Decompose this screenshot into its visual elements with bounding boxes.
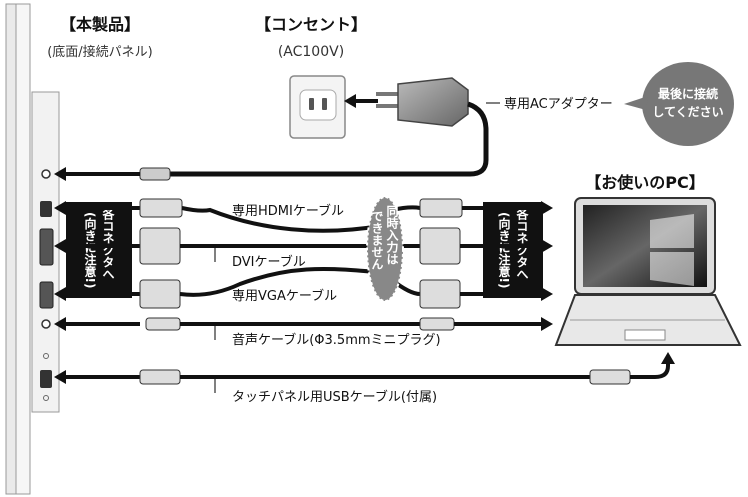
vga-cable-label: 専用VGAケーブル bbox=[232, 288, 337, 304]
product-subtitle: (底面/接続パネル) bbox=[47, 44, 153, 60]
dvi-plug-icon bbox=[139, 227, 181, 265]
audio-cable-label: 音声ケーブル(Φ3.5mmミニプラグ) bbox=[232, 332, 441, 348]
right-connector-note: 各コネクタへ (向きに注意!) bbox=[483, 202, 543, 298]
audio-plug-icon bbox=[419, 317, 455, 331]
dc-port-icon bbox=[41, 169, 51, 179]
vga-port-icon bbox=[39, 281, 54, 309]
screw-icon bbox=[43, 395, 49, 401]
usb-port-icon bbox=[40, 370, 52, 388]
laptop-icon bbox=[554, 197, 742, 346]
callout-line1: 最後に接続 bbox=[658, 86, 718, 101]
dvi-port-icon bbox=[39, 228, 54, 266]
hdmi-cable-label: 専用HDMIケーブル bbox=[232, 203, 344, 219]
left-note-line1: 各コネクタへ bbox=[101, 207, 115, 280]
adapter-label: 専用ACアダプター bbox=[504, 97, 613, 112]
vga-plug-icon bbox=[139, 279, 181, 309]
usb-plug-icon bbox=[589, 369, 631, 385]
usb-plug-icon bbox=[139, 369, 181, 385]
screw-icon bbox=[43, 353, 49, 359]
callout-badge: 最後に接続 してください bbox=[624, 62, 734, 146]
product-title: 【本製品】 bbox=[60, 15, 140, 34]
simultaneous-input-note: 同時入力は できません bbox=[366, 196, 404, 302]
hdmi-plug-icon bbox=[139, 198, 183, 218]
dvi-cable-label: DVIケーブル bbox=[232, 254, 306, 270]
left-note-line2: (向きに注意!) bbox=[83, 212, 97, 288]
audio-plug-icon bbox=[145, 317, 181, 331]
ac-adapter-icon bbox=[376, 77, 469, 127]
right-note-line1: 各コネクタへ bbox=[515, 207, 529, 280]
outlet-subtitle: (AC100V) bbox=[278, 44, 344, 60]
hdmi-plug-icon bbox=[419, 198, 463, 218]
hdmi-port-icon bbox=[40, 201, 52, 217]
usb-cable-label: タッチパネル用USBケーブル(付属) bbox=[232, 389, 437, 405]
audio-port-icon bbox=[41, 319, 51, 329]
left-connector-note: 各コネクタへ (向きに注意!) bbox=[66, 202, 132, 298]
simultaneous-note-line1: 同時入力は bbox=[385, 205, 399, 265]
dvi-plug-icon bbox=[419, 227, 461, 265]
outlet-title: 【コンセント】 bbox=[255, 15, 367, 34]
pc-title: 【お使いのPC】 bbox=[585, 173, 704, 192]
product-panel bbox=[5, 3, 60, 495]
simultaneous-note-line2: できません bbox=[370, 210, 384, 270]
dc-plug-icon bbox=[139, 167, 171, 181]
vga-plug-icon bbox=[419, 279, 461, 309]
right-note-line2: (向きに注意!) bbox=[497, 212, 511, 288]
callout-line2: してください bbox=[652, 105, 723, 119]
outlet-icon bbox=[289, 75, 346, 139]
